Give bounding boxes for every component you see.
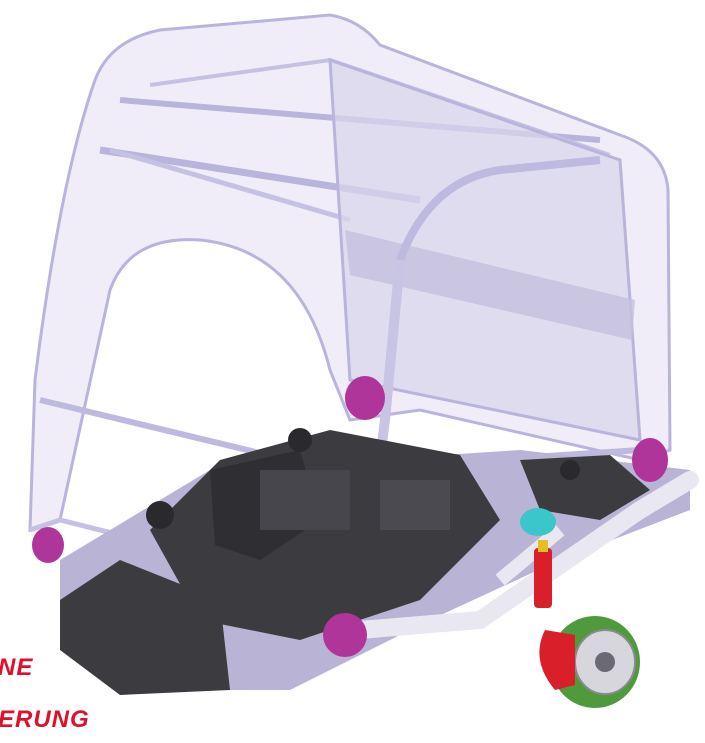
cab-mounts	[32, 376, 668, 657]
caption-line-1: NE	[0, 654, 34, 681]
damper	[534, 540, 552, 608]
suspension-arm	[351, 471, 699, 639]
caption-line-2: ERUNG	[0, 706, 90, 733]
joint-cyan	[520, 508, 556, 536]
brake-hub	[539, 616, 640, 708]
